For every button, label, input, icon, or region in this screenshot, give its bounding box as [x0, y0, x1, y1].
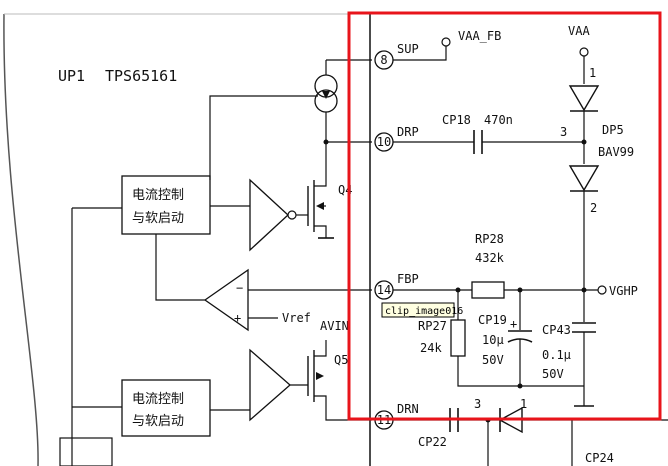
amp-minus: − [236, 281, 243, 295]
dp5-pin1: 1 [589, 66, 596, 80]
cp19-value2: 50V [482, 353, 504, 367]
tooltip-box [381, 302, 455, 318]
wire [155, 234, 205, 301]
cp43-value2: 50V [542, 367, 564, 381]
cp24-ref: CP24 [585, 451, 614, 465]
q4-arrow [316, 202, 324, 210]
rp27-resistor [450, 319, 466, 357]
highlight-frame [347, 11, 662, 421]
wire [393, 46, 447, 61]
current-control-block-2 [121, 379, 211, 437]
dp5-part: BAV99 [598, 145, 634, 159]
current-control-2-line1: 电流控制 [132, 392, 184, 407]
pin-sup-name: SUP [397, 42, 419, 56]
vaa-terminal [579, 47, 589, 57]
rp28-ref: RP28 [475, 232, 504, 246]
rp28-value: 432k [475, 251, 505, 265]
inverter-bubble [287, 210, 297, 220]
cp43-value1: 0.1μ [542, 348, 571, 362]
pin-fbp-name: FBP [397, 272, 419, 286]
cp22-ref: CP22 [418, 435, 447, 449]
tooltip-text: clip_image016 [385, 306, 463, 317]
cp43-ref: CP43 [542, 323, 571, 337]
q5-label: Q5 [334, 353, 348, 367]
amp-plus: + [234, 311, 241, 325]
vref-label: Vref [282, 311, 311, 325]
pin-sup-number: 8 [380, 53, 387, 67]
cp19-ref: CP19 [478, 313, 507, 327]
vghp-terminal [597, 285, 607, 295]
vaa-fb-label: VAA_FB [458, 29, 501, 43]
avin-label: AVIN [320, 319, 349, 333]
chip-part: TPS65161 [105, 67, 177, 85]
pin-drp-name: DRP [397, 125, 419, 139]
dn-pin1: 1 [520, 397, 527, 411]
dp5-ref: DP5 [602, 123, 624, 137]
driver-buffer-2 [249, 348, 291, 422]
cp18-ref: CP18 [442, 113, 471, 127]
pin-fbp-number: 14 [377, 283, 391, 297]
pin-drp: 10 [374, 132, 394, 152]
wire [457, 356, 584, 387]
chip-left-edge [3, 13, 39, 466]
cp18-value: 470n [484, 113, 513, 127]
dp5-pin2: 2 [590, 201, 597, 215]
vaa-fb-terminal [441, 37, 451, 47]
current-control-1-line2: 与软启动 [132, 211, 184, 226]
pin-fbp: 14 [374, 280, 394, 300]
dp5-diode-bottom [568, 165, 600, 192]
dp5-diode-top [568, 85, 600, 112]
q5-arrow [316, 372, 324, 380]
rp27-ref: RP27 [418, 319, 447, 333]
dp5-pin3: 3 [560, 125, 567, 139]
pin-drp-number: 10 [377, 135, 391, 149]
q5-source [314, 395, 372, 421]
wire [209, 95, 318, 180]
bottom-block [59, 437, 113, 466]
dn-pin3: 3 [474, 397, 481, 411]
q4-source [314, 225, 327, 238]
cp19-plus: + [510, 317, 517, 331]
junction-dot [517, 383, 523, 389]
pin-drn-name: DRN [397, 402, 419, 416]
current-control-1-line1: 电流控制 [132, 188, 184, 203]
q5-drain [314, 340, 327, 357]
current-source-arrow [322, 91, 330, 99]
q4-drain [314, 142, 327, 187]
pin-sup: 8 [374, 50, 394, 70]
driver-buffer-1 [249, 178, 289, 252]
vaa-label: VAA [568, 24, 590, 38]
rp27-value: 24k [420, 341, 442, 355]
current-control-block-1 [121, 175, 211, 235]
cp19-value1: 10μ [482, 333, 504, 347]
rp28-resistor [471, 281, 505, 299]
chip-designator: UP1 [58, 67, 85, 85]
error-amplifier [203, 268, 249, 332]
vghp-label: VGHP [609, 284, 638, 298]
junction-dot [581, 287, 587, 293]
current-control-2-line2: 与软启动 [132, 414, 184, 429]
